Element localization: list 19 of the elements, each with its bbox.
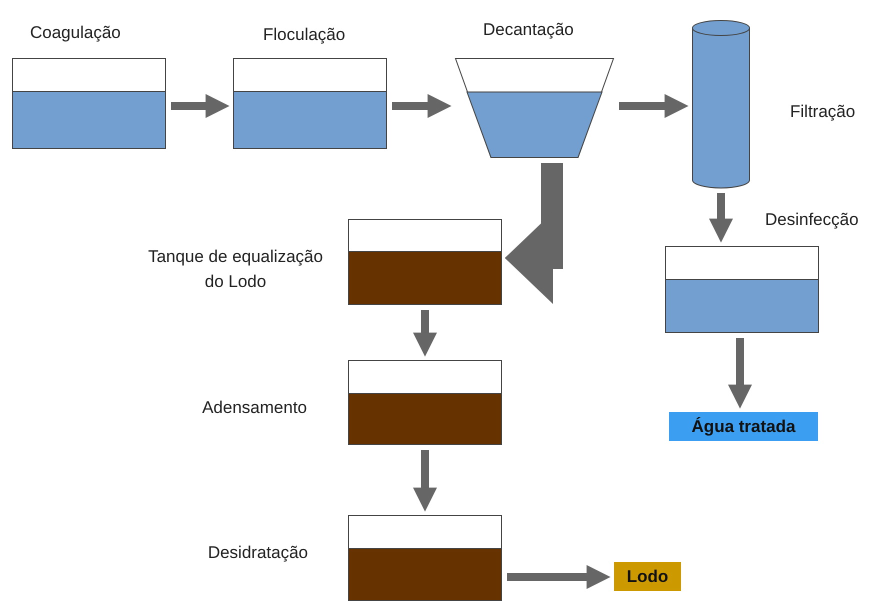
arrow [504,163,563,304]
stage-label: Tanque de equalização do Lodo [147,246,324,293]
stage-label: Coagulação [30,22,121,44]
arrow [619,94,689,118]
arrow [171,94,230,118]
stage-label: Adensamento [202,397,307,419]
stage-label: Floculação [263,24,346,46]
arrow [413,310,437,357]
stage-label: Decantação [483,19,574,41]
arrow [392,94,452,118]
arrow [507,565,611,589]
stage-label: Filtração [790,101,856,123]
arrow [709,193,733,243]
output-tag: Lodo [614,562,681,591]
arrow [413,450,437,512]
stage-label: Desinfecção [765,209,859,231]
stage-label: Desidratação [208,542,308,564]
arrow [728,338,752,409]
output-tag: Água tratada [669,412,818,441]
